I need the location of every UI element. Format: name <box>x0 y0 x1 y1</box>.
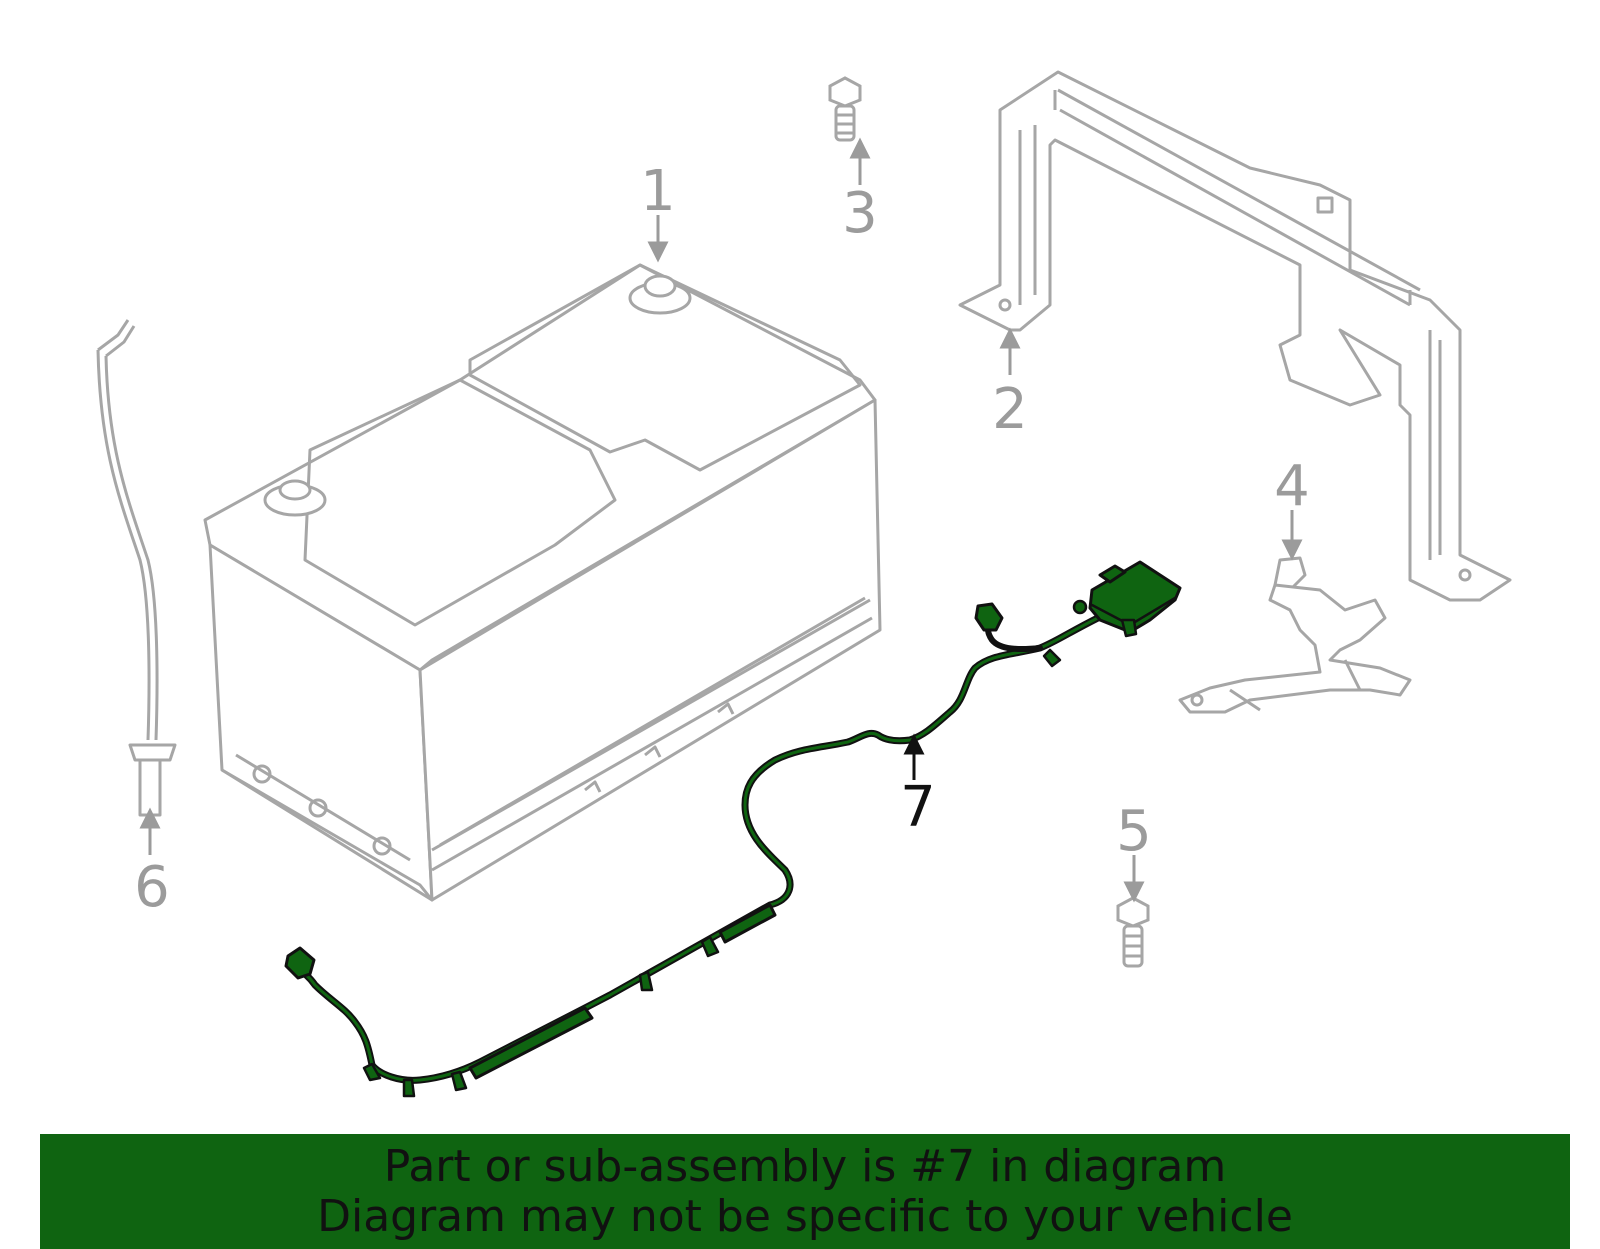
part-info-banner: Part or sub-assembly is #7 in diagram Di… <box>40 1134 1570 1249</box>
bolt-illustration-3 <box>828 76 862 142</box>
battery-bracket-illustration <box>958 70 1512 602</box>
bolt-illustration-5 <box>1116 896 1150 968</box>
negative-cable-illustration <box>1178 556 1412 714</box>
callout-label-4: 4 <box>1274 454 1310 519</box>
vent-tube-illustration <box>96 319 177 817</box>
callout-label-2: 2 <box>992 377 1028 442</box>
callout-label-1: 1 <box>640 159 676 224</box>
callout-label-7: 7 <box>900 775 936 840</box>
callout-label-3: 3 <box>842 181 878 246</box>
banner-line-part: Part or sub-assembly is #7 in diagram <box>383 1141 1227 1192</box>
callout-arrows <box>139 137 1303 903</box>
wire-harness-illustration <box>284 560 1182 1098</box>
callout-label-6: 6 <box>134 855 170 920</box>
banner-line-disclaimer: Diagram may not be specific to your vehi… <box>317 1191 1293 1242</box>
callout-label-5: 5 <box>1116 799 1152 864</box>
battery-illustration <box>203 263 882 902</box>
callout-labels: 1 2 3 4 5 6 7 <box>134 159 1310 920</box>
